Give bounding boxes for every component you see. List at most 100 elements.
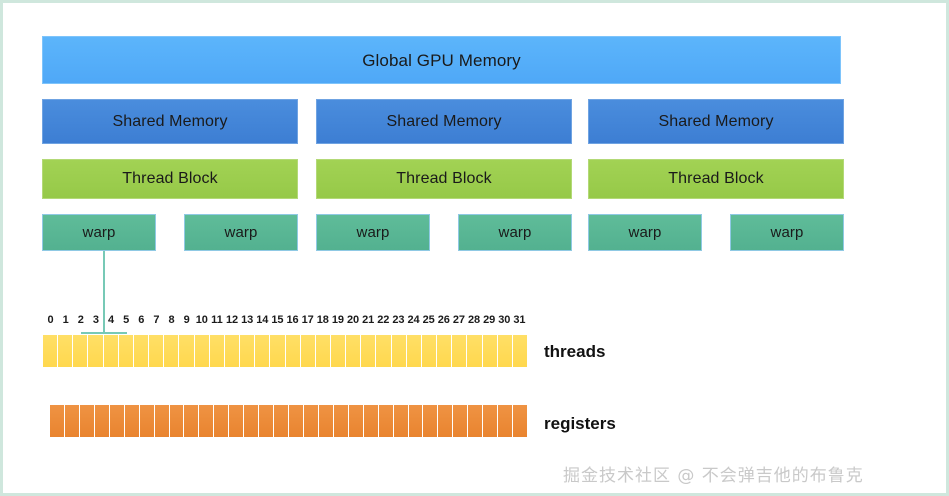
thread-index-22: 22 bbox=[377, 314, 390, 326]
register-cell bbox=[139, 405, 155, 437]
warp-label-3: warp bbox=[356, 224, 390, 241]
thread-block-label-2: Thread Block bbox=[396, 170, 492, 187]
warp-label-1: warp bbox=[82, 224, 116, 241]
warp-box-6: warp bbox=[730, 214, 844, 251]
thread-index-27: 27 bbox=[452, 314, 466, 326]
thread-cell bbox=[88, 335, 104, 367]
thread-cell bbox=[376, 335, 392, 367]
thread-index-29: 29 bbox=[483, 314, 496, 326]
warp-label-6: warp bbox=[770, 224, 804, 241]
registers-strip bbox=[50, 405, 527, 437]
register-cell bbox=[513, 405, 527, 437]
register-cell bbox=[94, 405, 110, 437]
register-cell bbox=[244, 405, 260, 437]
thread-cell bbox=[58, 335, 74, 367]
thread-index-11: 11 bbox=[211, 314, 223, 326]
thread-cell bbox=[452, 335, 468, 367]
register-cell bbox=[274, 405, 289, 437]
thread-block-box-1: Thread Block bbox=[42, 159, 298, 199]
thread-cell bbox=[300, 335, 316, 367]
thread-cell bbox=[270, 335, 286, 367]
register-cell bbox=[423, 405, 439, 437]
thread-cell bbox=[103, 335, 119, 367]
thread-cell bbox=[437, 335, 453, 367]
thread-cell bbox=[224, 335, 241, 367]
warp-box-1: warp bbox=[42, 214, 156, 251]
register-cell bbox=[109, 405, 125, 437]
thread-index-0: 0 bbox=[47, 314, 54, 326]
register-cell bbox=[348, 405, 364, 437]
warp-label-2: warp bbox=[224, 224, 258, 241]
register-cell bbox=[468, 405, 484, 437]
thread-index-21: 21 bbox=[362, 314, 375, 326]
thread-cell bbox=[209, 335, 225, 367]
thread-block-label-3: Thread Block bbox=[668, 170, 764, 187]
warp-to-threads-connector-foot bbox=[81, 332, 127, 334]
thread-index-26: 26 bbox=[437, 314, 450, 326]
register-cell bbox=[333, 405, 349, 437]
thread-index-1: 1 bbox=[62, 314, 69, 326]
thread-index-6: 6 bbox=[138, 314, 145, 326]
thread-index-12: 12 bbox=[225, 314, 239, 326]
registers-row-label: registers bbox=[544, 414, 616, 433]
register-cell bbox=[199, 405, 215, 437]
thread-index-9: 9 bbox=[183, 314, 190, 326]
global-gpu-memory-label: Global GPU Memory bbox=[362, 50, 521, 70]
watermark-text: 掘金技术社区 @ 不会弹吉他的布鲁克 bbox=[563, 466, 864, 486]
register-cell bbox=[378, 405, 394, 437]
thread-index-28: 28 bbox=[467, 314, 481, 326]
register-cell bbox=[393, 405, 409, 437]
thread-cell bbox=[512, 335, 527, 367]
register-cell bbox=[408, 405, 424, 437]
thread-index-25: 25 bbox=[422, 314, 435, 326]
register-cell bbox=[289, 405, 304, 437]
register-cell bbox=[79, 405, 95, 437]
thread-index-20: 20 bbox=[346, 314, 360, 326]
thread-block-box-3: Thread Block bbox=[588, 159, 844, 199]
thread-block-box-2: Thread Block bbox=[316, 159, 572, 199]
warp-label-4: warp bbox=[498, 224, 532, 241]
thread-index-31: 31 bbox=[513, 314, 526, 326]
thread-cell bbox=[43, 335, 59, 367]
thread-index-3: 3 bbox=[92, 314, 99, 326]
register-cell bbox=[453, 405, 469, 437]
thread-cell bbox=[118, 335, 134, 367]
thread-cell bbox=[482, 335, 498, 367]
register-cell bbox=[50, 405, 65, 437]
shared-memory-label-1: Shared Memory bbox=[112, 112, 228, 130]
thread-index-10: 10 bbox=[195, 314, 208, 326]
thread-index-19: 19 bbox=[331, 314, 345, 326]
thread-index-7: 7 bbox=[153, 314, 160, 326]
register-cell bbox=[124, 405, 140, 437]
thread-cell bbox=[73, 335, 89, 367]
thread-cell bbox=[361, 335, 377, 367]
thread-cell bbox=[164, 335, 180, 367]
thread-cell bbox=[421, 335, 438, 367]
thread-cell bbox=[497, 335, 513, 367]
shared-memory-box-2: Shared Memory bbox=[316, 99, 572, 144]
thread-cell bbox=[255, 335, 271, 367]
thread-index-24: 24 bbox=[407, 314, 420, 326]
register-cell bbox=[483, 405, 499, 437]
thread-index-2: 2 bbox=[77, 314, 84, 326]
register-cell bbox=[318, 405, 334, 437]
shared-memory-box-3: Shared Memory bbox=[588, 99, 844, 144]
thread-index-30: 30 bbox=[498, 314, 511, 326]
register-cell bbox=[169, 405, 185, 437]
thread-cell bbox=[194, 335, 210, 367]
thread-index-5: 5 bbox=[123, 314, 130, 326]
register-cell bbox=[214, 405, 230, 437]
thread-cell bbox=[346, 335, 362, 367]
thread-cell bbox=[406, 335, 422, 367]
thread-index-15: 15 bbox=[271, 314, 284, 326]
register-cell bbox=[154, 405, 170, 437]
register-cell bbox=[363, 405, 379, 437]
warp-box-4: warp bbox=[458, 214, 572, 251]
thread-cell bbox=[315, 335, 331, 367]
thread-index-16: 16 bbox=[286, 314, 299, 326]
register-cell bbox=[438, 405, 454, 437]
threads-strip bbox=[43, 335, 527, 367]
thread-block-label-1: Thread Block bbox=[122, 170, 218, 187]
